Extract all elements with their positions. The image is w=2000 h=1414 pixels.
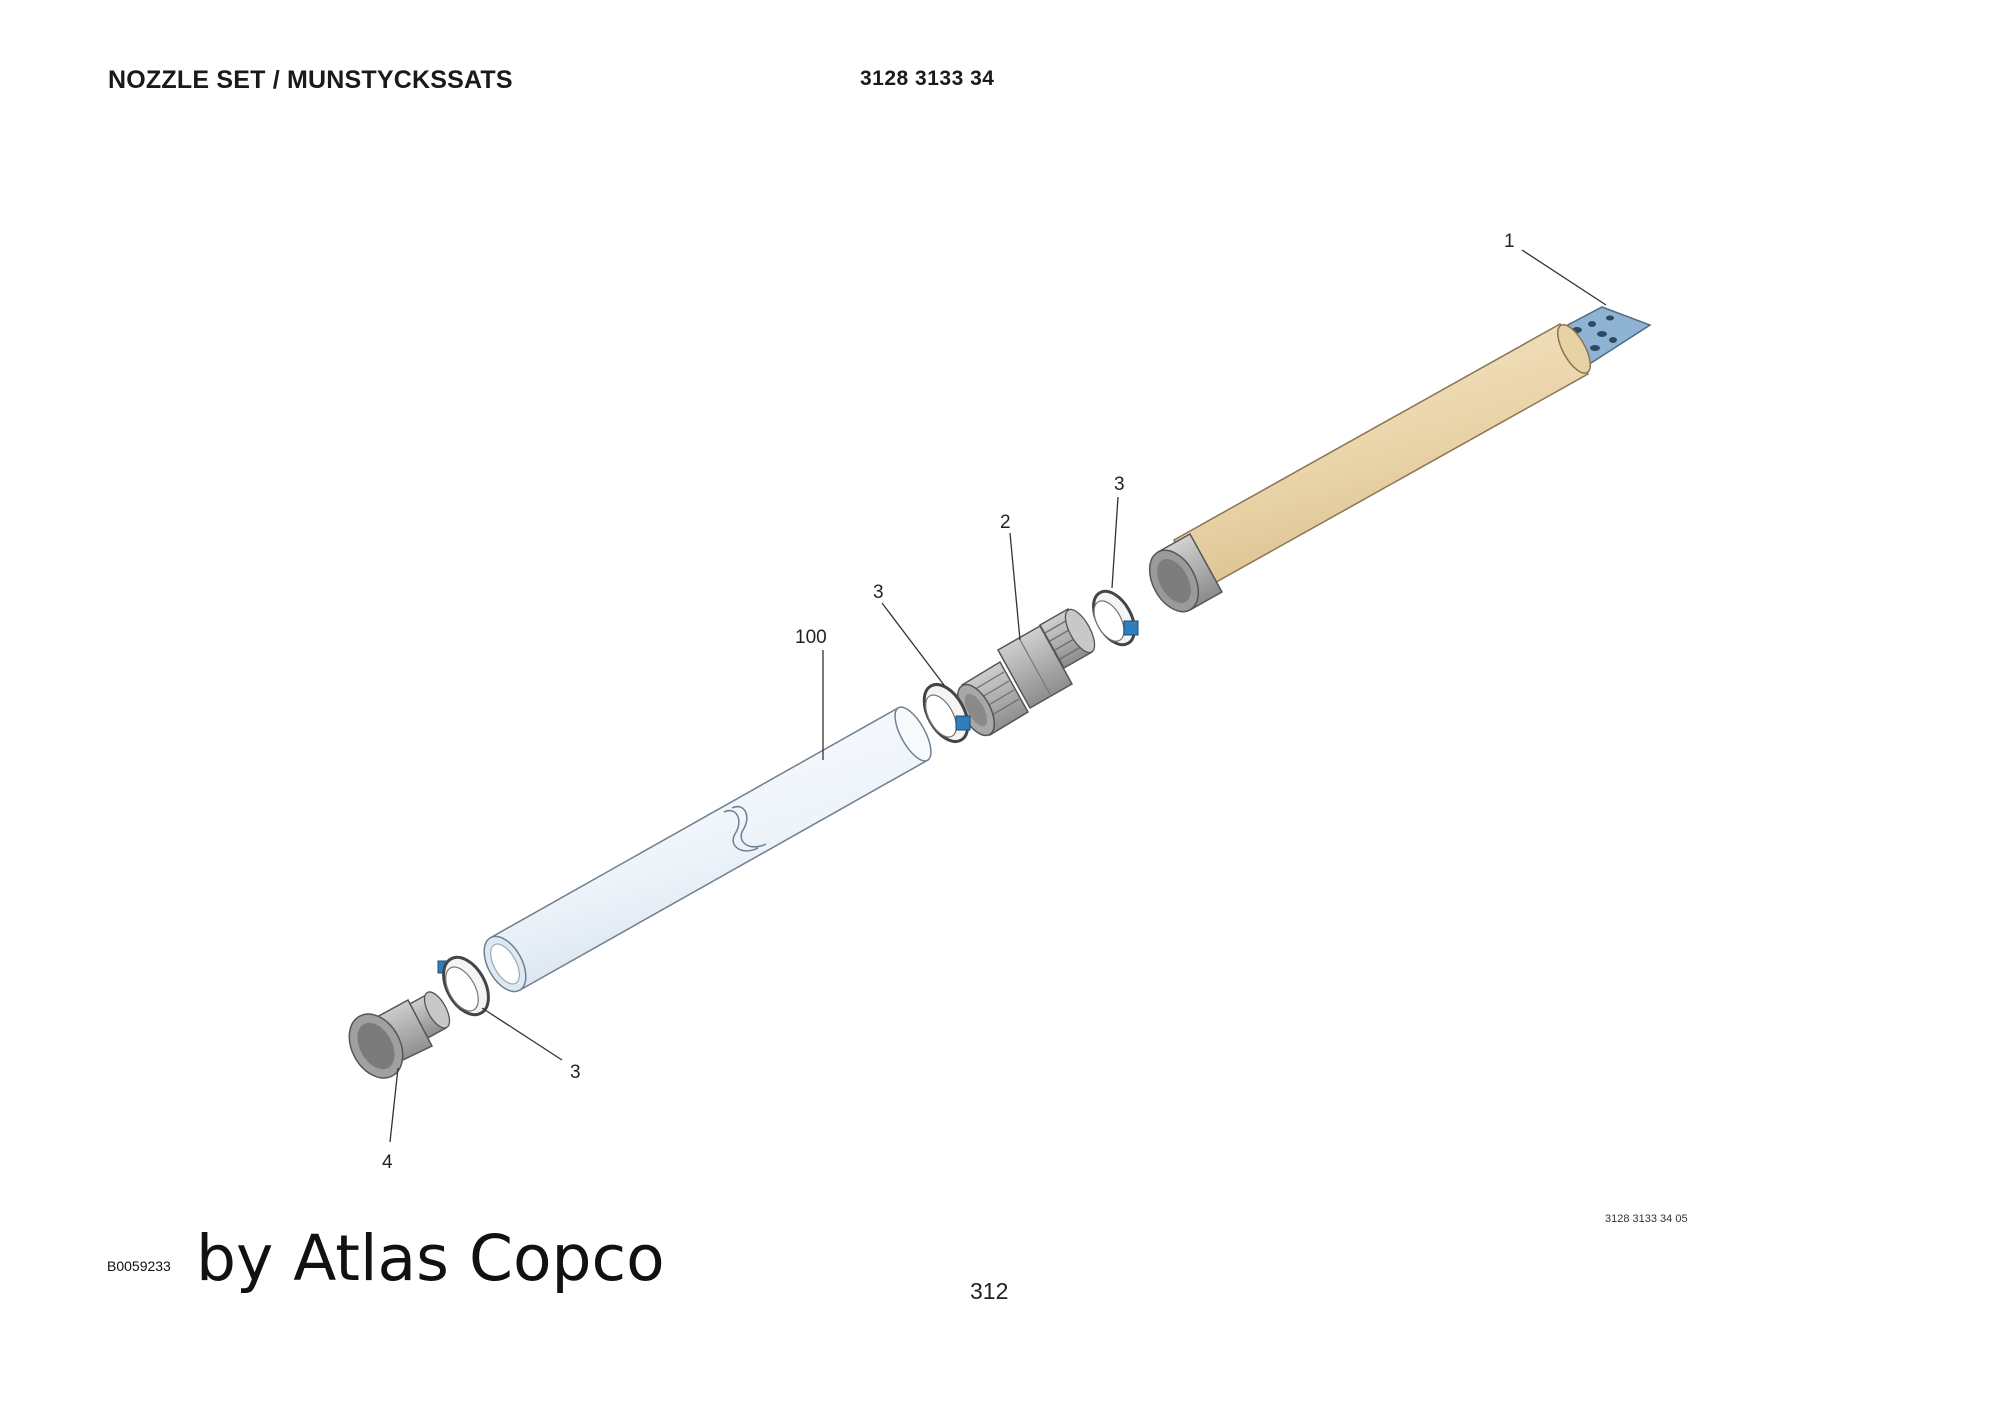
callout-4: 4 xyxy=(382,1152,393,1173)
drawing-reference: 3128 3133 34 05 xyxy=(1605,1213,1688,1225)
hose-clamp-upper-right xyxy=(1092,589,1139,647)
hose-clamp-lower xyxy=(437,955,490,1017)
page-number: 312 xyxy=(970,1278,1009,1304)
tan-tube-part xyxy=(1172,322,1591,592)
socket-fitting-part xyxy=(1148,532,1224,613)
part-number: 3128 3133 34 xyxy=(860,67,995,90)
callout-3-upper-left: 3 xyxy=(873,582,884,603)
end-fitting-part xyxy=(348,991,451,1079)
threaded-coupling-part xyxy=(956,607,1096,737)
leader-lines xyxy=(389,249,1607,1143)
callout-3-lower: 3 xyxy=(570,1062,581,1083)
callout-100: 100 xyxy=(795,627,827,648)
brand-text: by Atlas Copco xyxy=(196,1222,665,1295)
hose-clamp-upper-left xyxy=(922,683,971,743)
callout-1: 1 xyxy=(1504,231,1515,252)
image-code: B0059233 xyxy=(107,1258,171,1274)
callout-3-upper-right: 3 xyxy=(1114,474,1125,495)
callout-2: 2 xyxy=(1000,512,1011,533)
page-title: NOZZLE SET / MUNSTYCKSSATS xyxy=(108,66,513,94)
hose-part xyxy=(483,706,932,993)
